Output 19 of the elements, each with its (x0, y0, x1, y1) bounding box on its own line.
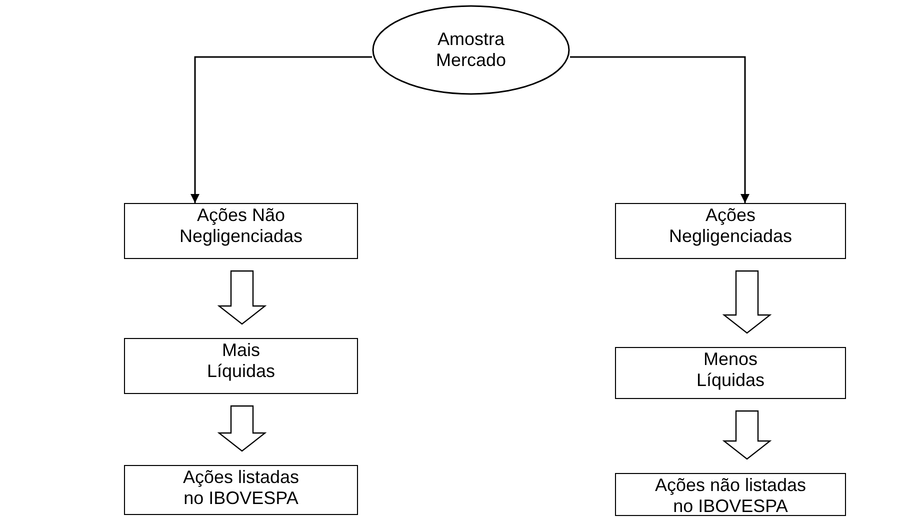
node-label: Ações Não Negligenciadas (178, 205, 304, 246)
process-box (124, 203, 358, 259)
process-box (124, 338, 358, 394)
node-label: Mais Líquidas (206, 340, 276, 382)
node-label: Ações Negligenciadas (668, 205, 794, 246)
node-label: Ações listadas no IBOVESPA (182, 467, 300, 508)
process-box (615, 473, 846, 516)
block-arrow (217, 270, 267, 325)
arrow (570, 56, 750, 203)
process-box (615, 203, 846, 259)
process-box (615, 347, 846, 399)
node-label: Ações não listadas no IBOVESPA (654, 475, 808, 516)
block-arrow (722, 410, 772, 460)
node-label: Menos Líquidas (695, 349, 766, 390)
block-arrow (722, 270, 772, 334)
process-box (124, 465, 358, 515)
node-label: Amostra Mercado (434, 29, 508, 71)
block-arrow (217, 405, 267, 452)
arrow (190, 56, 372, 203)
